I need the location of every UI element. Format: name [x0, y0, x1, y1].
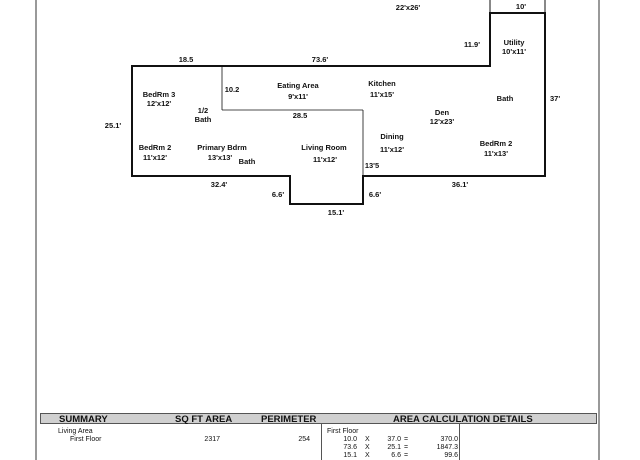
living-area-label: Living Area [58, 428, 93, 435]
summary-header: SUMMARY [59, 414, 108, 425]
room-living-name: Living Room [301, 143, 347, 152]
room-den-size: 12'x23' [430, 117, 455, 126]
calc-row-a: 10.0 [343, 436, 357, 443]
room-half-bath-name: 1/2 [198, 106, 208, 115]
dim-utility-side: 11.9' [464, 40, 480, 49]
calc-row-result: 370.0 [440, 436, 458, 443]
room-bedrm2-left-size: 11'x12' [143, 153, 167, 162]
dim-top-garage: 22'x26' [396, 3, 421, 12]
perimeter-value: 254 [298, 436, 310, 443]
dim-right-side: 37' [550, 94, 560, 103]
dim-notch-side: 13'5 [365, 161, 379, 170]
summary-header-bar: SUMMARY SQ FT AREA PERIMETER AREA CALCUL… [40, 413, 597, 425]
room-living-size: 11'x12' [313, 155, 337, 164]
sqft-header: SQ FT AREA [175, 414, 233, 425]
room-half-bath-name2: Bath [195, 115, 212, 124]
calc-row-op: X [365, 452, 370, 459]
calc-row-a: 15.1 [343, 452, 357, 459]
calc-row-eq: = [404, 436, 409, 443]
room-primary-size: 13'x13' [208, 153, 233, 162]
summary-table: SUMMARY SQ FT AREA PERIMETER AREA CALCUL… [40, 413, 597, 460]
dim-top-main: 73.6' [312, 55, 329, 64]
calc-row-op: X [365, 436, 370, 443]
summary-divider-right [459, 424, 460, 460]
room-utility-name: Utility [504, 38, 526, 47]
details-title: First Floor [327, 428, 359, 435]
calc-row-b: 37.0 [387, 436, 401, 443]
room-bath-primary-name: Bath [239, 157, 256, 166]
room-bedrm3-name: BedRm 3 [143, 90, 176, 99]
perimeter-header: PERIMETER [261, 414, 317, 425]
calc-row-a: 73.6 [343, 444, 357, 451]
room-bedrm3-size: 12'x12' [147, 99, 172, 108]
dim-notch-right: 6.6' [369, 190, 381, 199]
calc-row-result: 1847.3 [436, 444, 458, 451]
dim-bottom-right: 36.1' [452, 180, 469, 189]
summary-divider [321, 424, 322, 460]
room-eating-size: 9'x11' [288, 92, 308, 101]
room-bath-right-name: Bath [497, 94, 514, 103]
first-floor-label: First Floor [70, 436, 102, 443]
details-header: AREA CALCULATION DETAILS [393, 414, 533, 425]
calc-row-b: 6.6 [391, 452, 401, 459]
room-primary-name: Primary Bdrm [197, 143, 247, 152]
sqft-value: 2317 [204, 436, 220, 443]
calc-row-b: 25.1 [387, 444, 401, 451]
room-bedrm2-left-name: BedRm 2 [139, 143, 172, 152]
dim-notch-left: 6.6' [272, 190, 284, 199]
dim-bottom-left: 32.4' [211, 180, 228, 189]
room-utility-size: 10'x11' [502, 47, 526, 56]
calc-row-eq: = [404, 444, 409, 451]
room-den-name: Den [435, 108, 450, 117]
dim-left-side: 25.1' [105, 121, 122, 130]
room-bedrm2-right-size: 11'x13' [484, 149, 508, 158]
dim-left-top: 18.5 [179, 55, 194, 64]
calc-row-eq: = [404, 452, 409, 459]
room-kitchen-size: 11'x15' [370, 90, 394, 99]
dim-top-right: 10' [516, 2, 526, 11]
house-outline [131, 12, 546, 205]
dim-inner-horizontal: 28.5 [293, 111, 308, 120]
dim-inner-vertical: 10.2 [225, 85, 240, 94]
room-eating-name: Eating Area [277, 81, 319, 90]
room-dining-size: 11'x12' [380, 145, 404, 154]
room-kitchen-name: Kitchen [368, 79, 396, 88]
dim-notch-bottom: 15.1' [328, 208, 345, 217]
calc-row-op: X [365, 444, 370, 451]
room-bedrm2-right-name: BedRm 2 [480, 139, 513, 148]
room-dining-name: Dining [380, 132, 404, 141]
calc-row-result: 99.6 [444, 452, 458, 459]
